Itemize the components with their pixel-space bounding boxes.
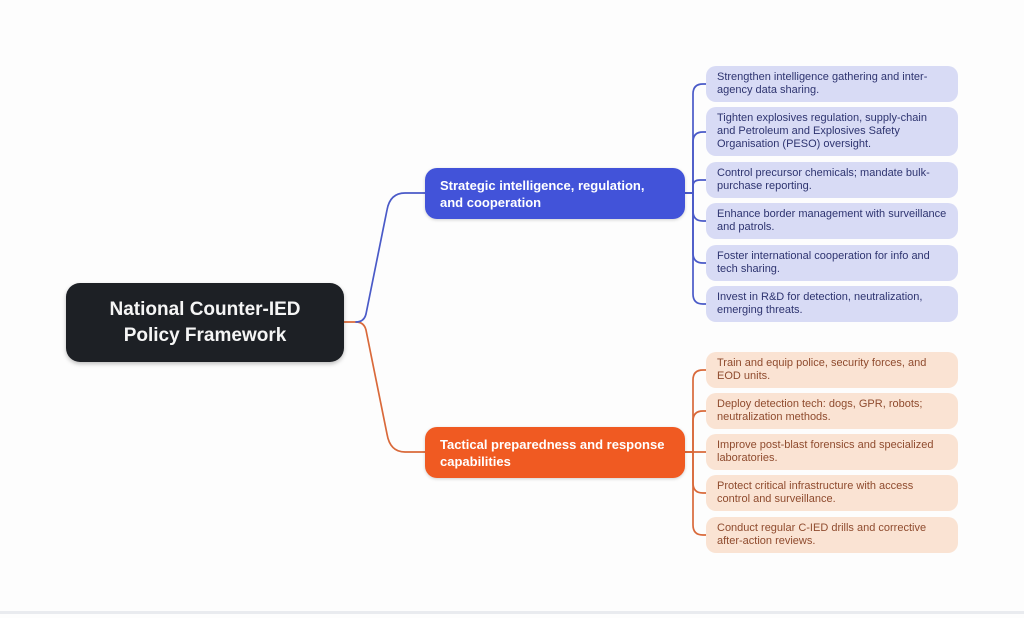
leaf-node-text: Control precursor chemicals; mandate bul… bbox=[717, 167, 930, 192]
leaf-node-critical-infrastructure[interactable]: Protect critical infrastructure with acc… bbox=[706, 475, 958, 511]
leaf-node-text: Conduct regular C-IED drills and correct… bbox=[717, 522, 927, 547]
leaf-node-rd-investment[interactable]: Invest in R&D for detection, neutralizat… bbox=[706, 286, 958, 322]
connector-strategic-leaf-3 bbox=[684, 179, 707, 194]
leaf-node-intelligence-gathering[interactable]: Strengthen intelligence gathering and in… bbox=[706, 66, 958, 102]
connector-strategic-leaf-5 bbox=[684, 192, 707, 264]
connector-root-to-tactical bbox=[343, 321, 426, 453]
leaf-node-border-management[interactable]: Enhance border management with surveilla… bbox=[706, 203, 958, 239]
leaf-node-text: Protect critical infrastructure with acc… bbox=[717, 480, 914, 505]
branch-node-tactical-preparedness[interactable]: Tactical preparedness and response capab… bbox=[425, 427, 685, 478]
root-node-label-line1: National Counter-IED bbox=[109, 298, 301, 320]
leaf-node-post-blast-forensics[interactable]: Improve post-blast forensics and special… bbox=[706, 434, 958, 470]
leaf-node-precursor-chemicals[interactable]: Control precursor chemicals; mandate bul… bbox=[706, 162, 958, 198]
leaf-node-detection-tech[interactable]: Deploy detection tech: dogs, GPR, robots… bbox=[706, 393, 958, 429]
branch-node-label: Strategic intelligence, regulation, and … bbox=[440, 177, 645, 210]
leaf-node-explosives-regulation[interactable]: Tighten explosives regulation, supply-ch… bbox=[706, 107, 958, 156]
bottom-divider bbox=[0, 611, 1024, 614]
connector-strategic-leaf-6 bbox=[684, 192, 707, 305]
connector-tactical-leaf-1 bbox=[684, 369, 707, 453]
branch-node-label: Tactical preparedness and response capab… bbox=[440, 436, 665, 469]
connector-tactical-leaf-4 bbox=[684, 451, 707, 494]
leaf-node-text: Improve post-blast forensics and special… bbox=[717, 439, 934, 464]
root-node-policy-framework[interactable]: National Counter-IED Policy Framework bbox=[66, 283, 344, 362]
connector-strategic-leaf-1 bbox=[684, 83, 707, 194]
leaf-node-text: Strengthen intelligence gathering and in… bbox=[717, 71, 928, 96]
leaf-node-text: Foster international cooperation for inf… bbox=[717, 250, 930, 275]
connector-tactical-leaf-5 bbox=[684, 451, 707, 536]
leaf-node-text: Deploy detection tech: dogs, GPR, robots… bbox=[717, 398, 923, 423]
root-node-label-line2: Policy Framework bbox=[123, 324, 287, 346]
leaf-node-train-equip-forces[interactable]: Train and equip police, security forces,… bbox=[706, 352, 958, 388]
connector-strategic-leaf-2 bbox=[684, 131, 707, 194]
leaf-node-text: Enhance border management with surveilla… bbox=[717, 208, 947, 233]
leaf-node-text: Train and equip police, security forces,… bbox=[717, 357, 927, 382]
connector-tactical-leaf-2 bbox=[684, 410, 707, 453]
connector-strategic-leaf-4 bbox=[684, 192, 707, 222]
connector-root-to-strategic bbox=[355, 192, 426, 323]
branch-node-strategic-intelligence[interactable]: Strategic intelligence, regulation, and … bbox=[425, 168, 685, 219]
leaf-node-text: Tighten explosives regulation, supply-ch… bbox=[717, 112, 927, 150]
leaf-node-cied-drills[interactable]: Conduct regular C-IED drills and correct… bbox=[706, 517, 958, 553]
leaf-node-text: Invest in R&D for detection, neutralizat… bbox=[717, 291, 923, 316]
leaf-node-international-cooperation[interactable]: Foster international cooperation for inf… bbox=[706, 245, 958, 281]
